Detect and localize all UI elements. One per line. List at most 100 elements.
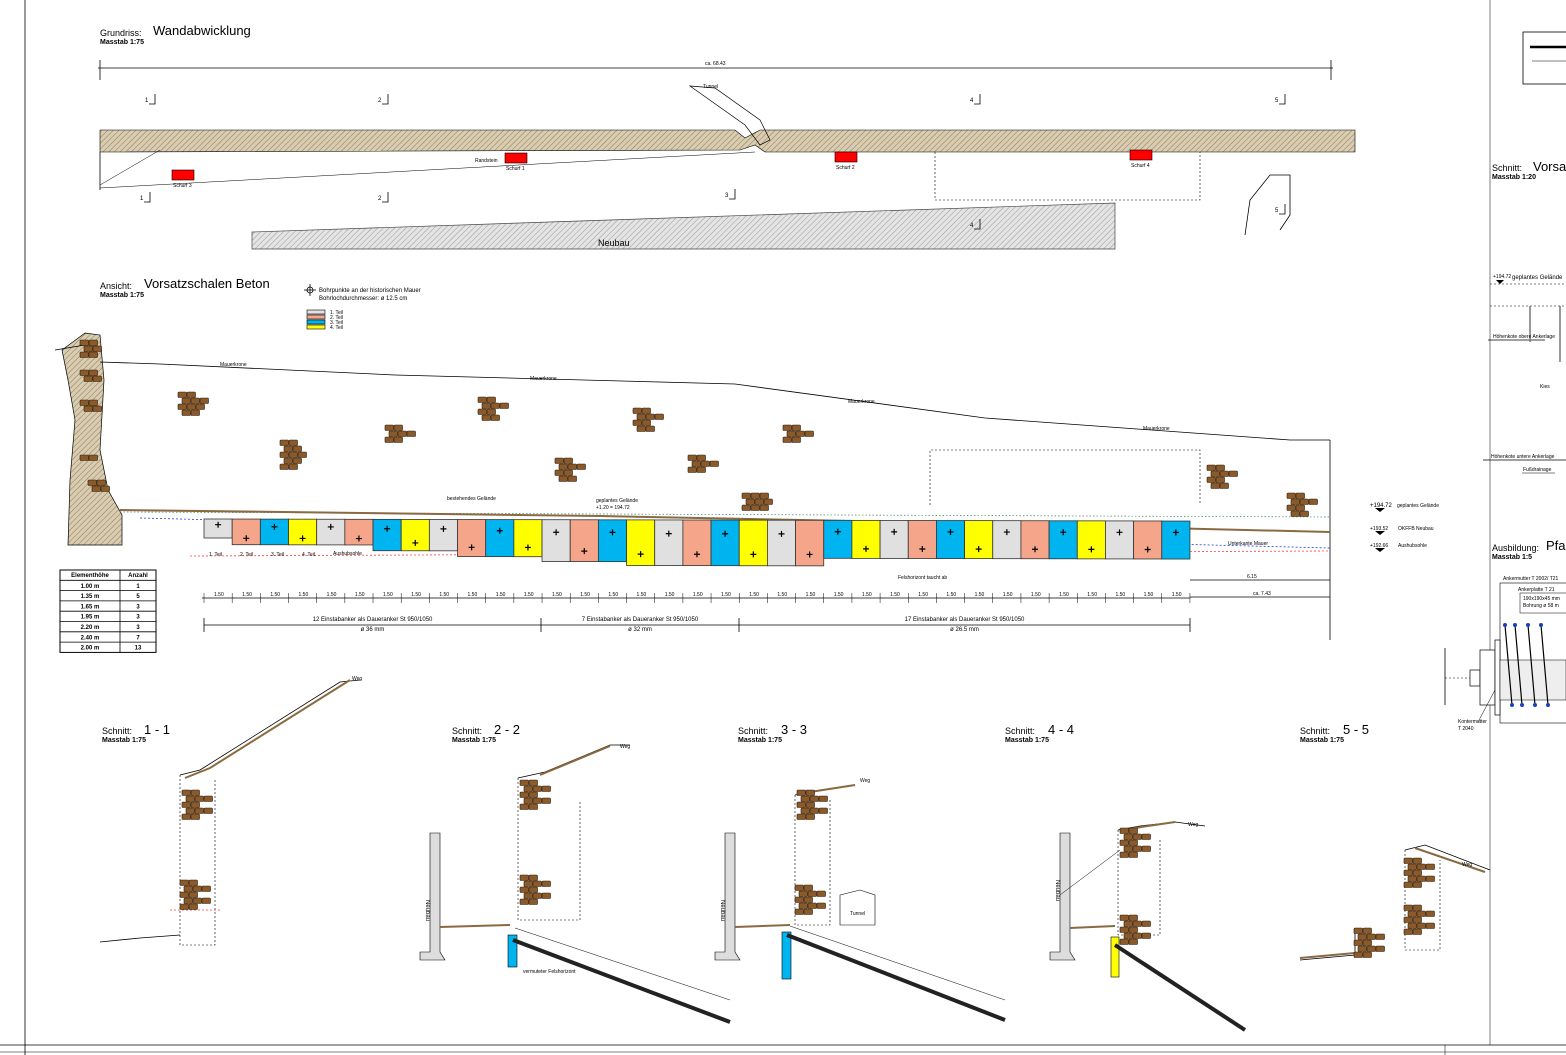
cut-number: 5 <box>1275 98 1279 104</box>
stone-block <box>1128 914 1138 921</box>
stone-block <box>88 399 98 406</box>
stone-block <box>288 463 298 470</box>
cut-number: 2 <box>378 98 382 104</box>
table-cell: 2.20 m <box>81 625 100 631</box>
stone-block <box>563 457 573 464</box>
stone-block <box>696 454 706 461</box>
stone-block <box>384 424 394 431</box>
panel-rect <box>682 519 712 567</box>
stone-cluster <box>794 884 826 915</box>
drill-point-icon <box>1116 529 1123 536</box>
stone-block <box>201 897 211 904</box>
spacing-dim-label: 1.50 <box>214 592 224 598</box>
bore-label: Bohrung ø 58 m <box>1523 603 1559 609</box>
facing-panel <box>1161 520 1191 560</box>
stone-block <box>179 891 189 898</box>
stone-cluster <box>632 407 664 432</box>
stone-block <box>796 789 806 796</box>
drill-point-icon <box>524 544 531 551</box>
part-label: 4. Teil <box>302 552 315 558</box>
anchor-group-diameter: ø 26.5 mm <box>950 627 979 633</box>
panel-rect <box>457 519 487 557</box>
panel-rect <box>710 519 740 567</box>
elevation-scale: Masstab 1:75 <box>100 292 144 299</box>
end-dim-2: ca. 7.43 <box>1253 591 1271 597</box>
stone-block <box>1407 922 1417 929</box>
anchor-plate-label: Ankerplatte T 21 <box>1518 587 1555 593</box>
stone-block <box>393 436 403 443</box>
wall-stones <box>519 779 551 810</box>
legend-drill: Bohrpunkte an der historischen Mauer <box>319 288 421 294</box>
newbuilding-label: Neubau <box>719 900 725 921</box>
stone-block <box>1119 926 1129 933</box>
facing-panel <box>597 519 627 563</box>
stone-block <box>541 785 551 792</box>
panel-rect <box>485 519 515 558</box>
cut-number: 2 <box>378 196 382 202</box>
drill-point-icon <box>243 535 250 542</box>
table-cell: 5 <box>136 594 140 600</box>
cut-number: 4 <box>970 98 974 104</box>
stone-block <box>83 345 93 352</box>
stone-block <box>203 795 213 802</box>
stone-block <box>181 801 191 808</box>
anchor-rod <box>512 938 731 1024</box>
stone-block <box>1290 510 1300 517</box>
section-cut-arrow-icon <box>382 94 389 105</box>
wall-stones <box>519 874 551 905</box>
legend-diameter: Bohrlochdurchmesser: ø 12.5 cm <box>319 296 407 302</box>
facing-panel <box>569 519 599 562</box>
stone-block <box>79 399 89 406</box>
stone-block <box>1128 926 1138 933</box>
wall-stones <box>1403 857 1435 888</box>
wall-stones <box>796 789 828 820</box>
facing-panel <box>400 519 430 552</box>
drill-point-icon <box>304 284 316 296</box>
rock-label: vermuteter Felshorizont <box>523 969 576 975</box>
drill-point-icon <box>327 523 334 530</box>
stone-block <box>1210 470 1220 477</box>
stone-block <box>654 413 664 420</box>
stone-block <box>1412 881 1422 888</box>
drill-point-icon <box>637 551 644 558</box>
cut-number: 1 <box>145 98 149 104</box>
spacing-dim-label: 1.50 <box>242 592 252 598</box>
new-building <box>251 202 1116 250</box>
stone-block <box>1366 933 1376 940</box>
anchor-rod <box>786 933 1006 1022</box>
facing-panel <box>428 519 458 552</box>
stone-block <box>641 407 651 414</box>
schurf-label: Schurf 3 <box>173 183 192 189</box>
stone-block <box>794 896 804 903</box>
excavation-label: Aushubsohle <box>333 551 362 557</box>
stone-block <box>803 908 813 915</box>
legend-swatch <box>306 314 326 320</box>
schurf-marker <box>171 169 195 181</box>
drill-point-icon <box>975 546 982 553</box>
stone-block <box>541 892 551 899</box>
stone-block <box>541 797 551 804</box>
table-cell: 2.00 m <box>81 646 100 652</box>
cut-number: 3 <box>725 193 729 199</box>
drill-point-icon <box>778 530 785 537</box>
stone-block <box>195 403 205 410</box>
stone-block <box>809 807 819 814</box>
drill-point-icon <box>412 539 419 546</box>
spacing-dim-label: 1.50 <box>637 592 647 598</box>
detail-title: Pfa <box>1546 538 1566 553</box>
stone-cluster <box>519 779 551 810</box>
stone-cluster <box>519 874 551 905</box>
section-cut-arrow-icon <box>149 94 156 105</box>
existing-ground-label: bestehendes Gelände <box>447 496 496 502</box>
wall-stones <box>1403 904 1435 935</box>
level-text: Aushubsohle <box>1398 543 1427 549</box>
stone-block <box>1403 904 1413 911</box>
stone-block <box>528 898 538 905</box>
stone-block <box>687 454 697 461</box>
stone-block <box>519 779 529 786</box>
legend-label: 2. Teil <box>330 315 343 321</box>
stone-block <box>645 413 655 420</box>
stone-block <box>696 466 706 473</box>
spacing-dim-label: 1.50 <box>355 592 365 598</box>
